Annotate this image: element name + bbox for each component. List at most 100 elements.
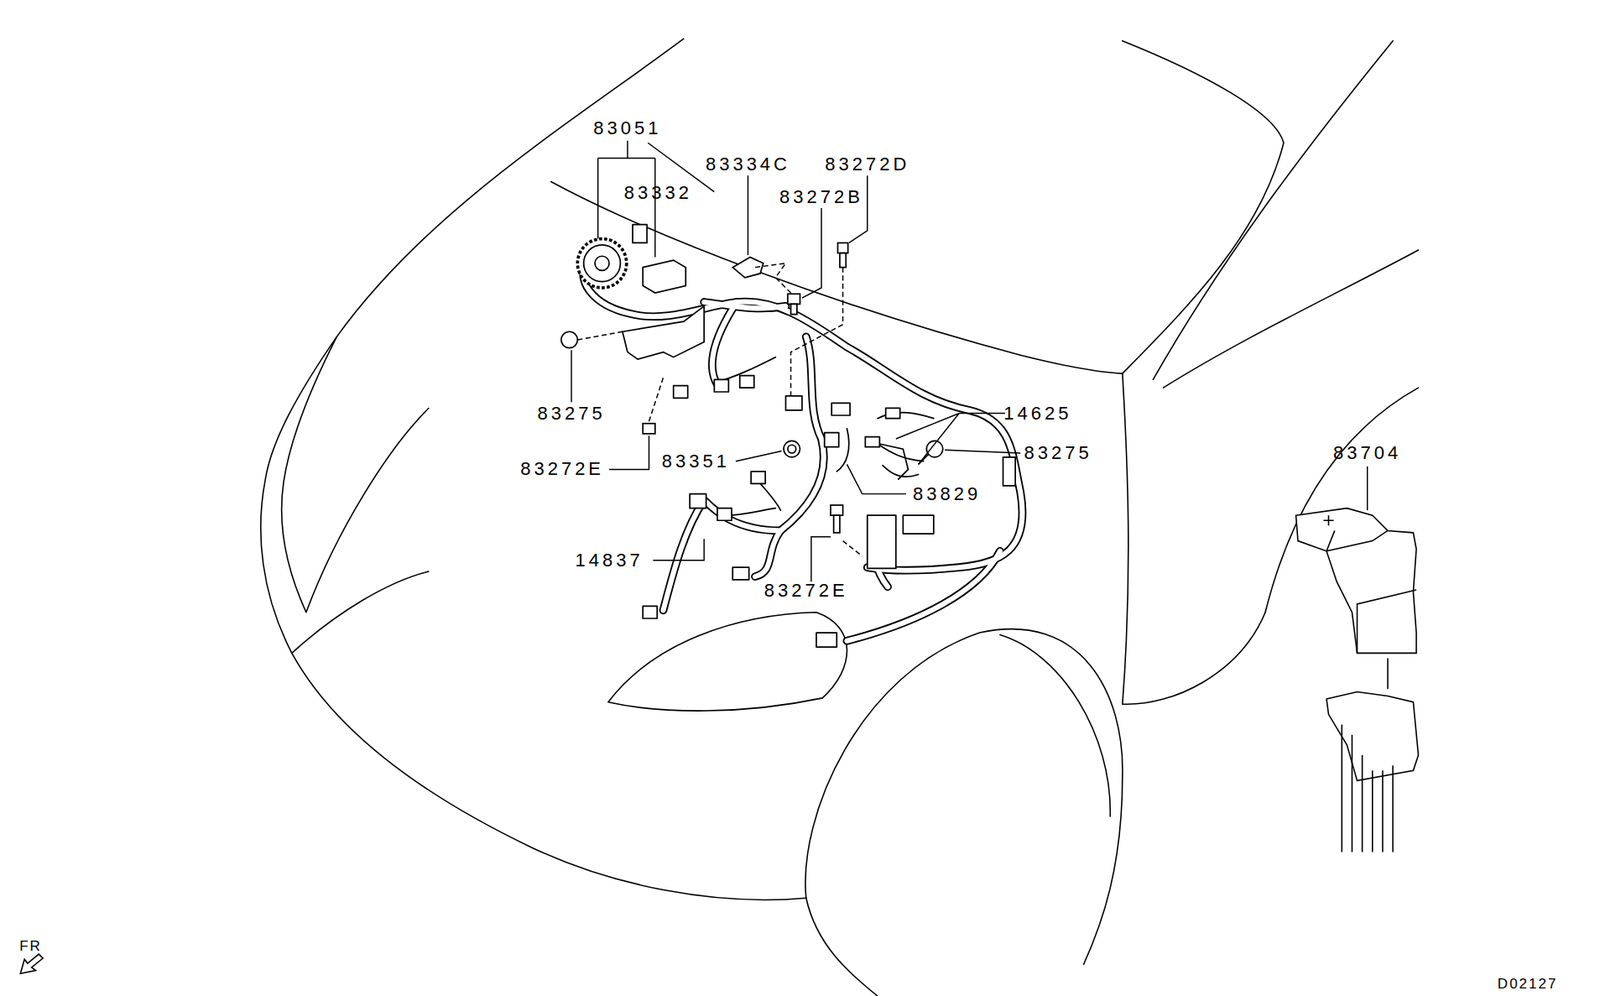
connector xyxy=(885,407,901,418)
windshield xyxy=(1152,41,1393,381)
wire xyxy=(882,465,919,478)
wheel-arch xyxy=(805,629,1123,965)
leader-lines xyxy=(571,140,1368,582)
fuse-leader xyxy=(1386,657,1389,688)
windshield-base xyxy=(1162,250,1418,388)
components xyxy=(561,239,944,533)
leader-line xyxy=(609,435,649,470)
leader-line xyxy=(944,449,1021,454)
callout-number: 83051 xyxy=(591,118,663,139)
callout-number: 14837 xyxy=(573,550,645,571)
connector xyxy=(740,375,755,389)
bolt-shank xyxy=(791,303,798,314)
wire xyxy=(877,443,924,462)
harness-main xyxy=(583,255,1022,571)
connector xyxy=(902,515,933,534)
wheel-inner xyxy=(1000,634,1111,816)
leader-line xyxy=(1366,466,1368,511)
callout-number: 83829 xyxy=(911,484,983,505)
fuse-wires xyxy=(1341,724,1393,852)
front-arrow xyxy=(20,953,43,974)
bracket xyxy=(622,306,704,360)
connectors xyxy=(632,224,1016,648)
horn-teeth xyxy=(577,239,626,288)
diagram-code: D02127 xyxy=(1495,975,1560,992)
headlamp-line xyxy=(281,336,429,612)
leader-line xyxy=(843,541,863,557)
callout-number: 83272E xyxy=(518,458,606,480)
callout-number: 83704 xyxy=(1331,442,1403,464)
leader-line xyxy=(570,349,572,402)
bay-front xyxy=(608,612,848,711)
connector xyxy=(717,508,732,522)
horn-center xyxy=(594,255,610,271)
leader-line xyxy=(791,267,844,397)
connector xyxy=(865,437,880,448)
leader-line xyxy=(735,451,782,462)
harness-branch-b xyxy=(755,336,824,577)
leader-line xyxy=(802,208,822,298)
relay-box xyxy=(642,260,686,293)
ground-cable xyxy=(879,443,928,480)
connector xyxy=(785,396,802,411)
harness-fill xyxy=(583,255,1022,642)
fender-line xyxy=(1122,373,1266,704)
plus-mark xyxy=(1323,515,1334,526)
harness-upper xyxy=(703,302,786,308)
harness-branch-a xyxy=(712,302,737,388)
grommet-hole xyxy=(787,444,797,454)
direction-label: FR xyxy=(17,938,44,954)
hood-outline xyxy=(1122,41,1284,374)
bolt xyxy=(787,293,801,304)
connector xyxy=(831,402,850,416)
connector xyxy=(642,605,657,619)
harness-main xyxy=(583,255,1022,571)
leader-line xyxy=(577,331,623,340)
connector xyxy=(673,385,688,399)
wheel xyxy=(806,897,878,996)
leader-line xyxy=(849,175,868,243)
fuse-cover-edge xyxy=(1326,530,1417,653)
bolt xyxy=(642,423,656,434)
leader-line xyxy=(747,175,749,256)
body-outline xyxy=(260,38,1419,996)
leader-line xyxy=(846,463,907,494)
harness-branch-c xyxy=(663,500,782,610)
harness-outline xyxy=(583,255,1022,642)
connector xyxy=(816,632,837,647)
grille-line xyxy=(291,571,429,653)
bolt-shank xyxy=(839,253,846,268)
connector xyxy=(824,432,840,448)
wiring-harness xyxy=(583,224,1022,648)
connector xyxy=(1003,457,1017,486)
harness-branch-a xyxy=(712,302,737,388)
connector xyxy=(714,379,729,392)
connector xyxy=(632,224,647,244)
callout-number: 83351 xyxy=(660,451,732,472)
leader-line xyxy=(652,538,704,561)
clip xyxy=(561,331,578,348)
callout-number: 83272E xyxy=(762,580,850,601)
bolt xyxy=(837,242,848,253)
callout-number: 83275 xyxy=(535,403,607,424)
callout-number: 83332 xyxy=(622,182,694,204)
leader-line xyxy=(649,377,664,422)
horn xyxy=(583,244,621,282)
wire xyxy=(726,508,776,516)
body-front xyxy=(260,38,807,900)
connector xyxy=(689,494,706,509)
leader-line xyxy=(896,413,1006,465)
leader-line xyxy=(811,536,831,583)
callout-number: 83275 xyxy=(1022,442,1095,464)
harness-branch-c xyxy=(663,500,782,610)
connector xyxy=(732,567,749,580)
front-arrow xyxy=(20,953,43,974)
callout-number: 14625 xyxy=(1001,403,1074,424)
bolt xyxy=(830,505,844,516)
callout-number: 83272D xyxy=(823,154,912,175)
callout-number: 83272B xyxy=(777,187,866,208)
bolt-shank xyxy=(833,515,840,533)
connector xyxy=(867,515,897,569)
fuse-cover xyxy=(1296,508,1418,654)
